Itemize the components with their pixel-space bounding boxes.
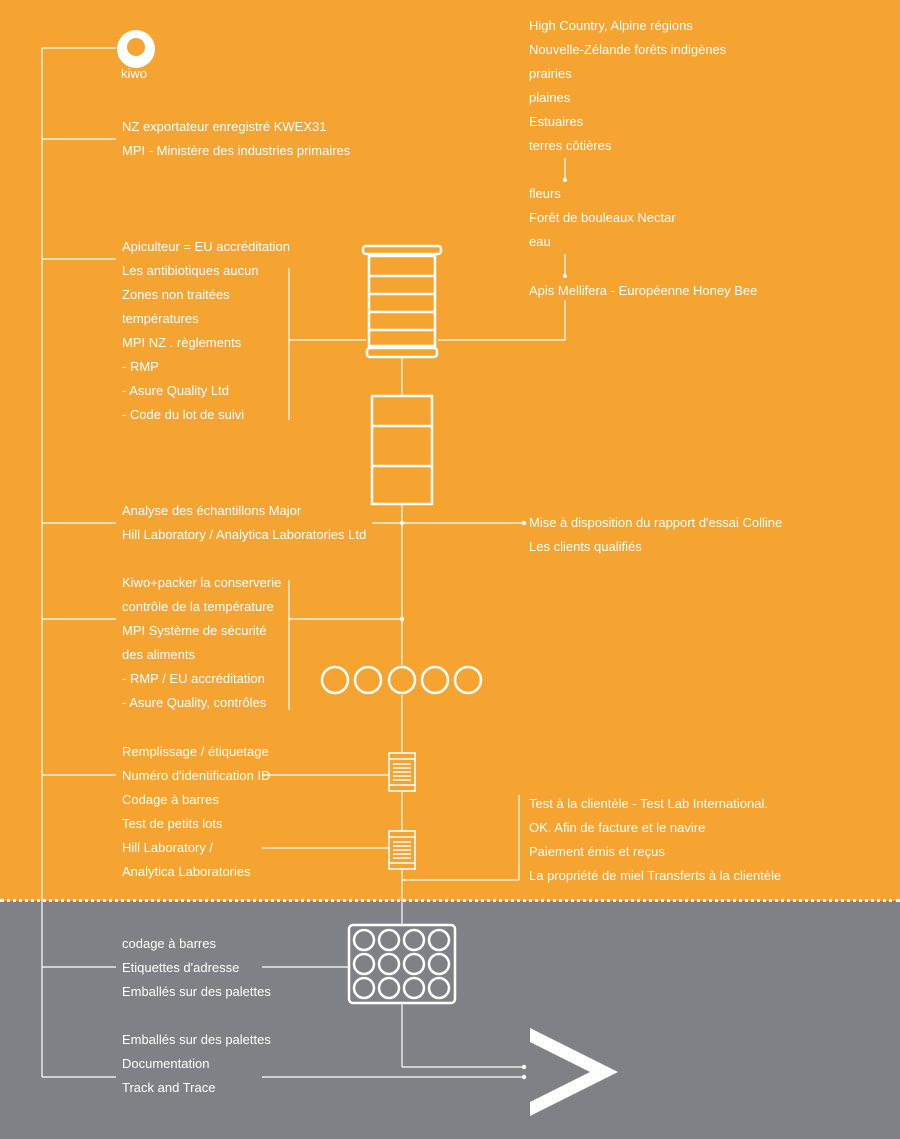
text-line: Mise à disposition du rapport d'essai Co… [529, 515, 783, 530]
text-line: fleurs [529, 186, 561, 201]
logo-wordmark: kiwo [121, 66, 148, 81]
text-line: Codage à barres [122, 792, 219, 807]
text-line: plaines [529, 90, 571, 105]
text-line: MPI - Ministère des industries primaires [122, 143, 351, 158]
text-line: Etiquettes d'adresse [122, 960, 240, 975]
text-line: High Country, Alpine régions [529, 18, 693, 33]
packer-text: Kiwo+packer la conserverie contrôle de l… [122, 571, 281, 715]
documentation-text: Emballés sur des palettes Documentation … [122, 1028, 271, 1100]
text-line: prairies [529, 66, 572, 81]
lab-analysis-text: Analyse des échantillons Major Hill Labo… [122, 499, 366, 547]
text-line: Numéro d'identification ID [122, 768, 271, 783]
text-line: Paiement émis et reçus [529, 844, 665, 859]
text-line: Nouvelle-Zélande forêts indigènes [529, 42, 727, 57]
text-line: Analyse des échantillons Major [122, 503, 302, 518]
text-line: Kiwo+packer la conserverie [122, 575, 282, 590]
text-line: Hill Laboratory / [122, 840, 214, 855]
text-line: Emballés sur des palettes [122, 1032, 271, 1047]
text-line: - RMP / EU accréditation [122, 671, 265, 686]
text-line: eau [529, 234, 551, 249]
hive-boxes-icon [370, 394, 434, 506]
labeled-jar-icon [388, 830, 416, 870]
text-line: Test de petits lots [122, 816, 223, 831]
filling-text: Remplissage / étiquetage Numéro d'identi… [122, 740, 270, 884]
beekeeper-text: Apiculteur = EU accréditation Les antibi… [122, 235, 290, 427]
text-line: La propriété de miel Transferts à la cli… [529, 868, 782, 883]
regions-text: High Country, Alpine régions Nouvelle-Zé… [529, 14, 726, 158]
text-line: températures [122, 311, 199, 326]
kiwo-logo-icon [117, 30, 155, 68]
text-line: terres côtières [529, 138, 612, 153]
customer-test-text: Test à la clientèle - Test Lab Internati… [529, 792, 781, 888]
text-line: Emballés sur des palettes [122, 984, 271, 999]
text-line: Analytica Laboratories [122, 864, 251, 879]
text-line: Les clients qualifiés [529, 539, 642, 554]
dotted-divider [0, 899, 900, 902]
text-line: - RMP [122, 359, 159, 374]
text-line: - Code du lot de suivi [122, 407, 245, 422]
text-line: Estuaires [529, 114, 584, 129]
text-line: Les antibiotiques aucun [122, 263, 259, 278]
labeled-jar-icon [388, 752, 416, 792]
bee-species-text: Apis Mellifera - Européenne Honey Bee [529, 279, 757, 303]
text-line: - Asure Quality, contrôles [122, 695, 267, 710]
text-line: Documentation [122, 1056, 210, 1071]
text-line: NZ exportateur enregistré KWEX31 [122, 119, 327, 134]
text-line: des aliments [122, 647, 195, 662]
jars-row-icon [320, 665, 483, 695]
flora-text: fleurs Forêt de bouleaux Nectar eau [529, 182, 676, 254]
text-line: Zones non traitées [122, 287, 230, 302]
text-line: contrôle de la température [122, 599, 274, 614]
text-line: MPI Système de sécurité [122, 623, 267, 638]
text-line: Test à la clientèle - Test Lab Internati… [529, 796, 768, 811]
text-line: Track and Trace [122, 1080, 216, 1095]
text-line: OK. Afin de facture et le navire [529, 820, 706, 835]
pallet-carton-icon [347, 923, 457, 1005]
chevron-right-icon [530, 1028, 618, 1116]
text-line: Apiculteur = EU accréditation [122, 239, 291, 254]
text-line: Hill Laboratory / Analytica Laboratories… [122, 527, 367, 542]
barcode-text: codage à barres Etiquettes d'adresse Emb… [122, 932, 271, 1004]
beehive-icon [361, 244, 443, 359]
text-line: codage à barres [122, 936, 216, 951]
text-line: Remplissage / étiquetage [122, 744, 269, 759]
text-line: - Asure Quality Ltd [122, 383, 229, 398]
test-report-text: Mise à disposition du rapport d'essai Co… [529, 511, 782, 559]
text-line: Apis Mellifera - Européenne Honey Bee [529, 283, 758, 298]
exporter-text: NZ exportateur enregistré KWEX31 MPI - M… [122, 115, 350, 163]
text-line: MPI NZ . règlements [122, 335, 242, 350]
text-line: Forêt de bouleaux Nectar [529, 210, 676, 225]
